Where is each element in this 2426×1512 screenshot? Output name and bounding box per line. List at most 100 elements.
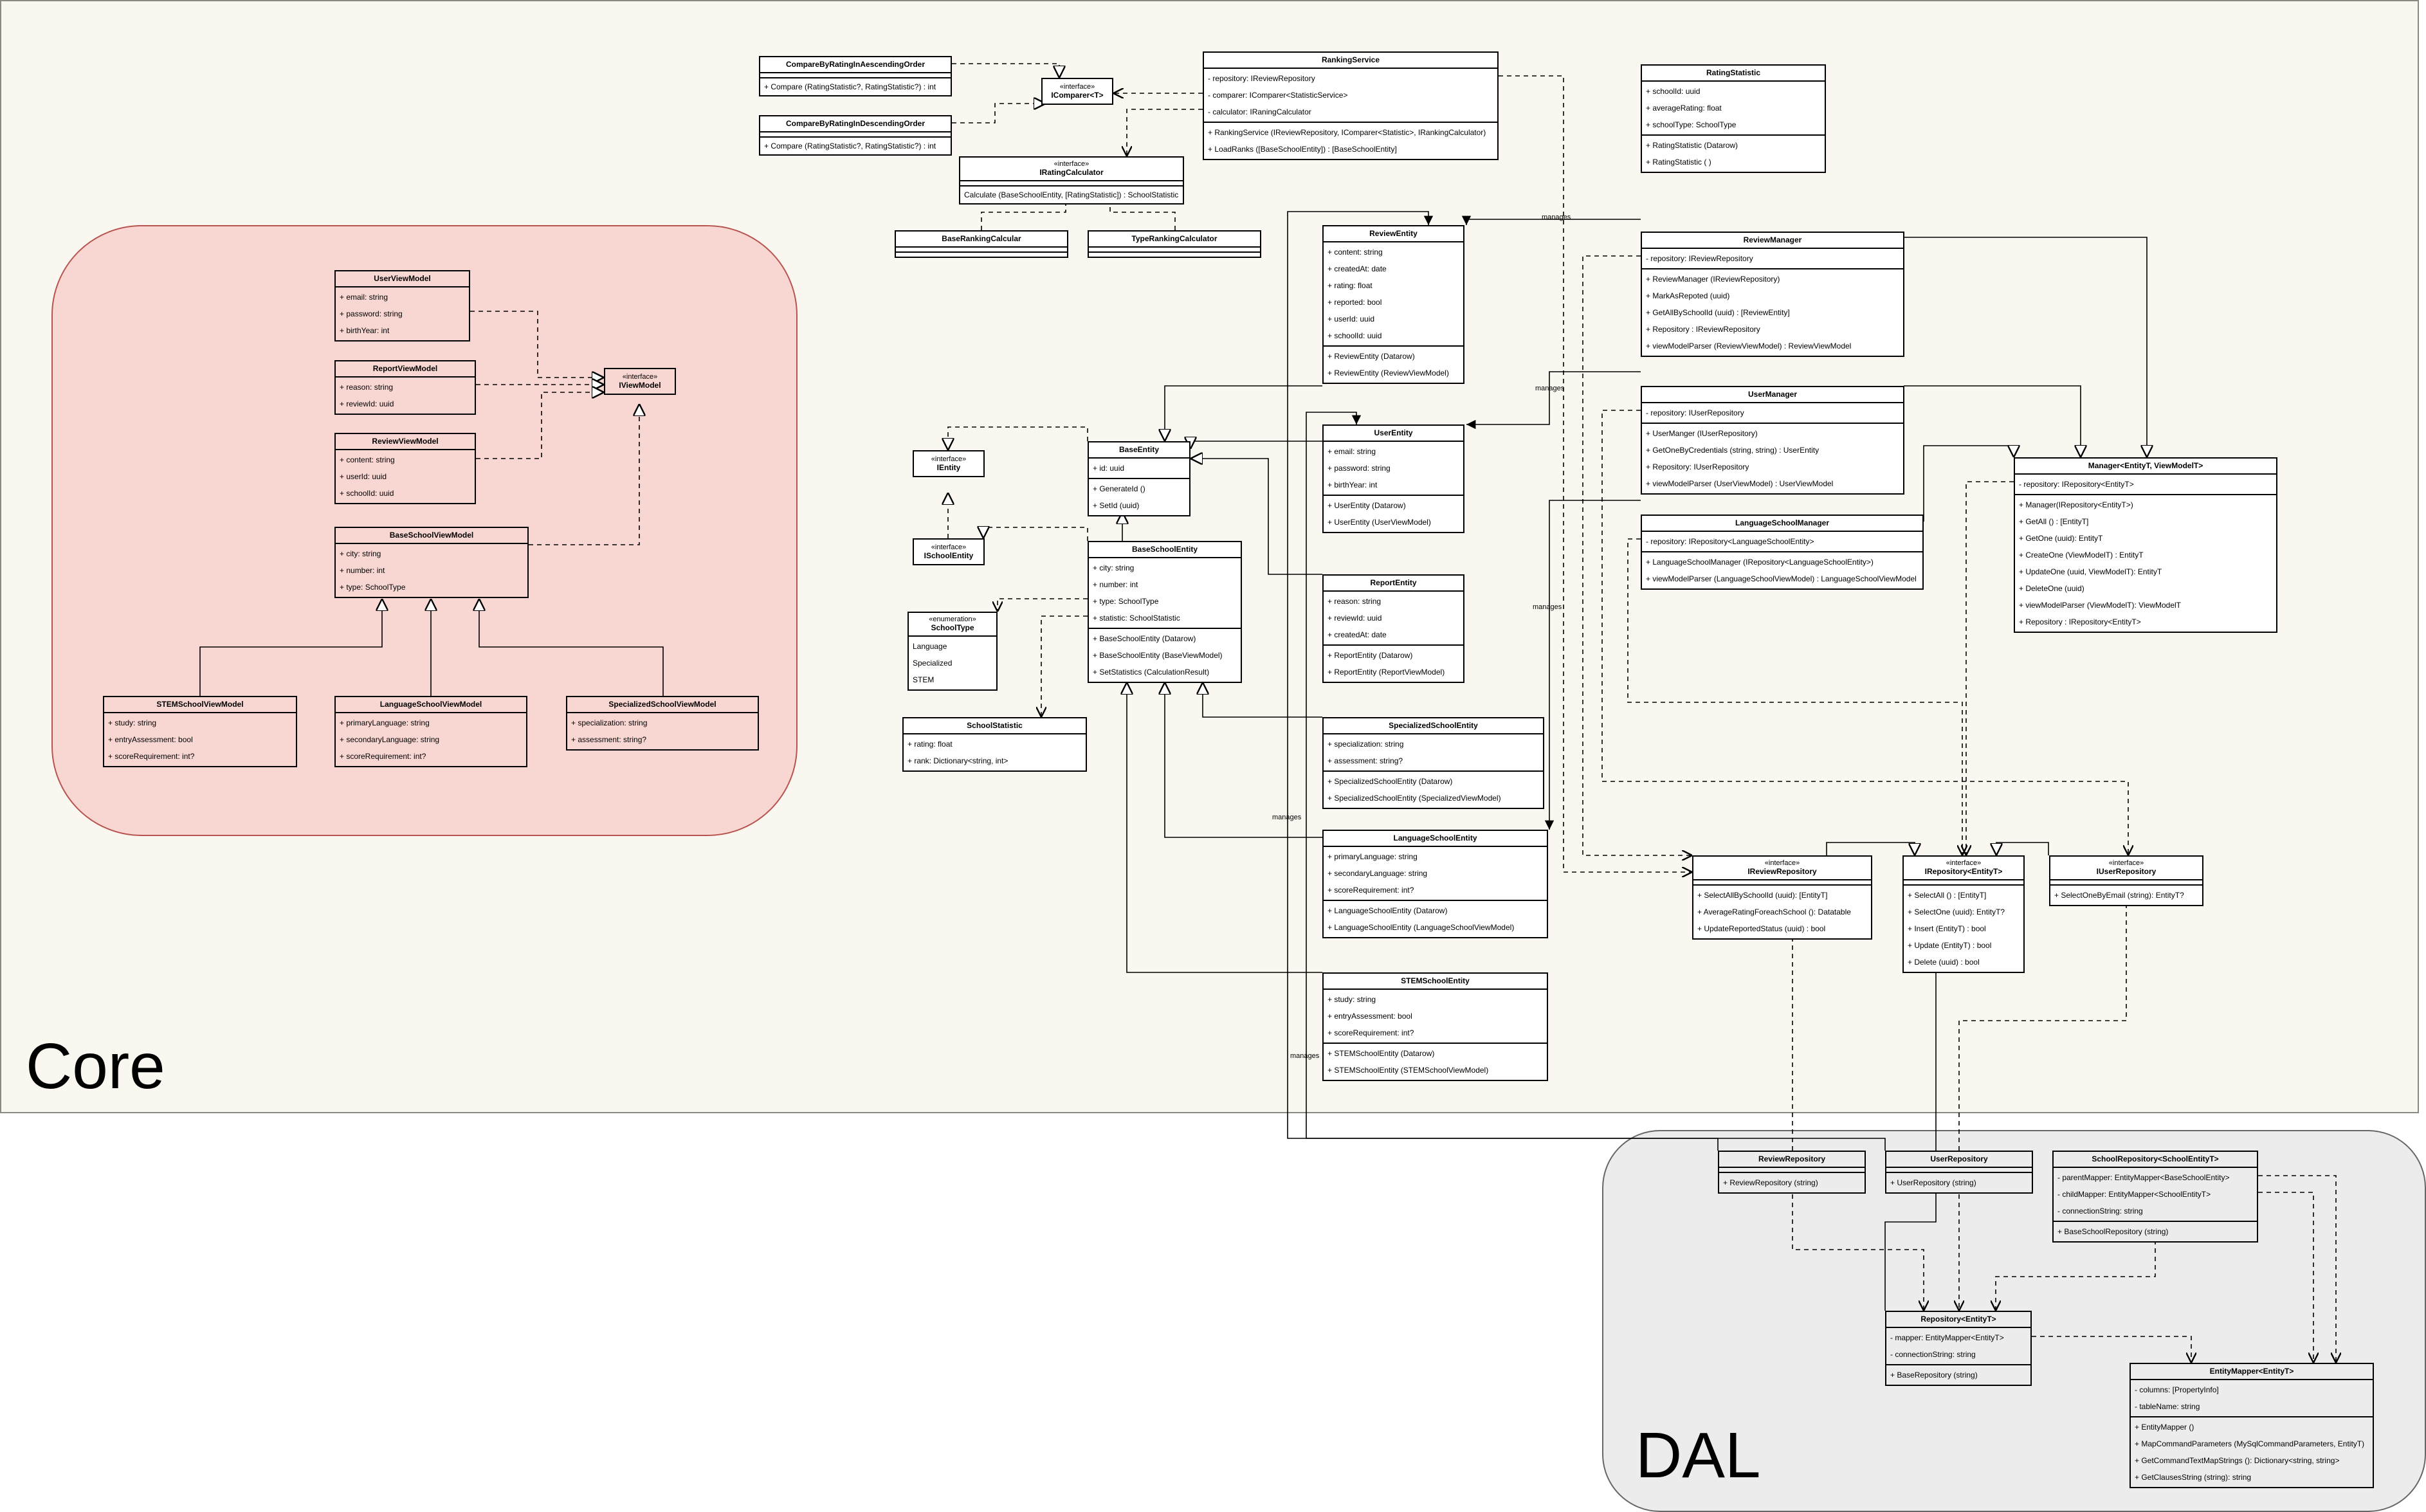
class-method: + SetId (uuid) (1093, 501, 1140, 510)
class-ranking-service[interactable]: RankingService- repository: IReviewRepos… (1203, 51, 1499, 160)
class-method: + DeleteOne (uuid) (2019, 584, 2084, 593)
class-header: SpecializedSchoolEntity (1324, 718, 1543, 734)
class-rating-statistic[interactable]: RatingStatistic+ schoolId: uuid+ average… (1641, 64, 1826, 173)
class-stereotype: «interface» (931, 543, 967, 551)
class-attributes: + schoolId: uuid+ averageRating: float+ … (1642, 82, 1825, 136)
class-header: «interface»IUserRepository (2050, 857, 2202, 880)
class-ientity[interactable]: «interface»IEntity (913, 450, 985, 477)
class-language-vm[interactable]: LanguageSchoolViewModel+ primaryLanguage… (334, 696, 527, 767)
class-user-entity[interactable]: UserEntity + email: string+ password: str… (1322, 424, 1464, 533)
class-ischool-entity[interactable]: «interface»ISchoolEntity (913, 538, 985, 565)
class-attribute: + email: string (1327, 447, 1376, 456)
edge-label-manages-2: manages (1535, 385, 1565, 392)
class-attributes: + primaryLanguage: string+ secondaryLang… (1324, 847, 1547, 901)
class-icomparer[interactable]: «interface»IComparer<T> (1041, 78, 1113, 105)
class-base-school-vm[interactable]: BaseSchoolViewModel+ city: string+ numbe… (334, 527, 529, 598)
class-stereotype: «interface» (1946, 859, 1982, 867)
class-header: BaseSchoolEntity (1089, 542, 1241, 558)
class-user-manager[interactable]: UserManager- repository: IUserRepository… (1641, 386, 1904, 495)
class-stereotype: «interface» (1059, 83, 1095, 91)
class-attributes: + content: string+ userId: uuid+ schoolI… (336, 450, 475, 503)
class-review-entity[interactable]: ReviewEntity+ content: string+ createdAt… (1322, 225, 1464, 384)
class-review-vm[interactable]: ReviewViewModel+ content: string+ userId… (334, 433, 476, 504)
class-report-entity[interactable]: ReportEntity+ reason: string+ reviewId: … (1322, 574, 1464, 683)
class-user-vm[interactable]: UserViewModel+ email: string+ password: … (334, 270, 470, 342)
class-manager[interactable]: Manager<EntityT, ViewModelT>- repository… (2014, 457, 2277, 633)
class-attribute: + reason: string (340, 383, 394, 392)
class-user-repository[interactable]: UserRepository+ UserRepository (string) (1885, 1151, 2033, 1194)
class-header: ReviewManager (1642, 233, 1903, 249)
class-header: CompareByRatingInDescendingOrder (760, 116, 951, 132)
class-name: UserEntity (1374, 428, 1413, 437)
class-header: BaseEntity (1089, 442, 1189, 459)
class-method: + ReportEntity (ReportViewModel) (1327, 668, 1445, 677)
class-method: + viewModelParser (ReviewViewModel) : Re… (1646, 342, 1852, 351)
class-attribute: + userId: uuid (1327, 314, 1375, 323)
class-name: STEMSchoolViewModel (156, 700, 244, 709)
class-compare-desc[interactable]: CompareByRatingInDescendingOrder + Compar… (759, 115, 952, 156)
class-base-entity[interactable]: BaseEntity+ id: uuid+ GenerateId ()+ Set… (1088, 441, 1190, 516)
class-attribute: + city: string (1093, 563, 1135, 572)
class-name: IUserRepository (2096, 867, 2157, 876)
class-attributes: + email: string+ password: string+ birth… (1324, 442, 1463, 496)
class-stem-entity[interactable]: STEMSchoolEntity+ study: string+ entryAs… (1322, 972, 1548, 1081)
class-attributes: - repository: IReviewRepository (1642, 249, 1903, 269)
class-header: Repository<EntityT> (1886, 1312, 2030, 1328)
class-name: SchoolType (931, 623, 974, 632)
class-method: + viewModelParser (ViewModelT): ViewMode… (2019, 601, 2181, 610)
class-attribute: + study: string (1327, 995, 1376, 1004)
class-stereotype: «enumeration» (929, 615, 976, 623)
class-header: UserEntity (1324, 426, 1463, 442)
class-header: UserManager (1642, 387, 1903, 403)
class-name: ReviewManager (1743, 235, 1802, 244)
edge-label-manages-3: manages (1533, 603, 1562, 611)
class-method: + viewModelParser (UserViewModel) : User… (1646, 479, 1834, 488)
class-language-entity[interactable]: LanguageSchoolEntity+ primaryLanguage: s… (1322, 830, 1548, 938)
class-compare-asc[interactable]: CompareByRatingInAescendingOrder+ Compar… (759, 56, 952, 96)
class-method: + BaseRepository (string) (1890, 1371, 1978, 1380)
class-stem-vm[interactable]: STEMSchoolViewModel+ study: string+ entr… (103, 696, 297, 767)
class-report-vm[interactable]: ReportViewModel+ reason: string+ reviewI… (334, 360, 476, 415)
class-name: BaseRankingCalcular (942, 234, 1021, 243)
class-base-school-entity[interactable]: BaseSchoolEntity+ city: string+ number: … (1088, 541, 1242, 683)
class-methods: + Compare (RatingStatistic?, RatingStati… (760, 138, 951, 154)
class-method: + SpecializedSchoolEntity (Datarow) (1327, 777, 1453, 786)
dal-package-label: DAL (1636, 1419, 1761, 1491)
class-name: IEntity (936, 463, 961, 472)
class-school-statistic[interactable]: SchoolStatistic+ rating: float+ rank: Di… (902, 717, 1087, 772)
class-iuser-repo[interactable]: «interface»IUserRepository+ SelectOneByE… (2049, 855, 2203, 906)
class-stereotype: «interface» (1764, 859, 1800, 867)
class-review-manager[interactable]: ReviewManager - repository: IReviewReposi… (1641, 232, 1904, 357)
class-repository[interactable]: Repository<EntityT>- mapper: EntityMappe… (1885, 1311, 2032, 1386)
class-base-ranking[interactable]: BaseRankingCalcular (895, 230, 1068, 258)
class-name: ReviewRepository (1758, 1154, 1826, 1163)
class-school-repository[interactable]: SchoolRepository<SchoolEntityT>- parentM… (2052, 1151, 2258, 1243)
class-name: CompareByRatingInDescendingOrder (785, 119, 926, 128)
core-package-label: Core (26, 1030, 165, 1102)
class-methods: + SelectAll () : [EntityT]+ SelectOne (u… (1904, 886, 2023, 972)
class-specialized-entity[interactable]: SpecializedSchoolEntity+ specialization:… (1322, 717, 1544, 809)
class-iviewmodel[interactable]: «interface»IViewModel (604, 368, 676, 395)
class-irepository[interactable]: «interface»IRepository<EntityT>+ SelectA… (1902, 855, 2025, 973)
class-ireview-repo[interactable]: «interface»IReviewRepository+ SelectAllB… (1692, 855, 1872, 940)
class-attribute: + id: uuid (1093, 464, 1125, 473)
class-name: IRatingCalculator (1039, 168, 1104, 177)
class-method: + LanguageSchoolEntity (Datarow) (1327, 906, 1448, 915)
class-specialized-vm[interactable]: SpecializedSchoolViewModel+ specializati… (566, 696, 759, 751)
class-header: ReviewRepository (1719, 1152, 1865, 1168)
class-language-manager[interactable]: LanguageSchoolManager- repository: IRepo… (1641, 515, 1924, 590)
class-method: + LanguageSchoolManager (IRepository<Lan… (1646, 558, 1874, 567)
class-entity-mapper[interactable]: EntityMapper<EntityT>- columns: [Propert… (2130, 1363, 2374, 1488)
class-method: + SelectOne (uuid): EntityT? (1908, 907, 2005, 916)
class-methods: + UserEntity (Datarow)+ UserEntity (User… (1324, 496, 1463, 532)
class-method: + Update (EntityT) : bool (1908, 941, 1992, 950)
class-attribute: + assessment: string? (571, 735, 647, 744)
class-review-repository[interactable]: ReviewRepository + ReviewRepository (stri… (1718, 1151, 1866, 1194)
class-method: + Delete (uuid) : bool (1908, 958, 1980, 967)
class-type-ranking[interactable]: TypeRankingCalculator (1088, 230, 1261, 258)
class-attribute: + number: int (340, 566, 385, 575)
class-methods: + ReviewRepository (string) (1719, 1173, 1865, 1192)
